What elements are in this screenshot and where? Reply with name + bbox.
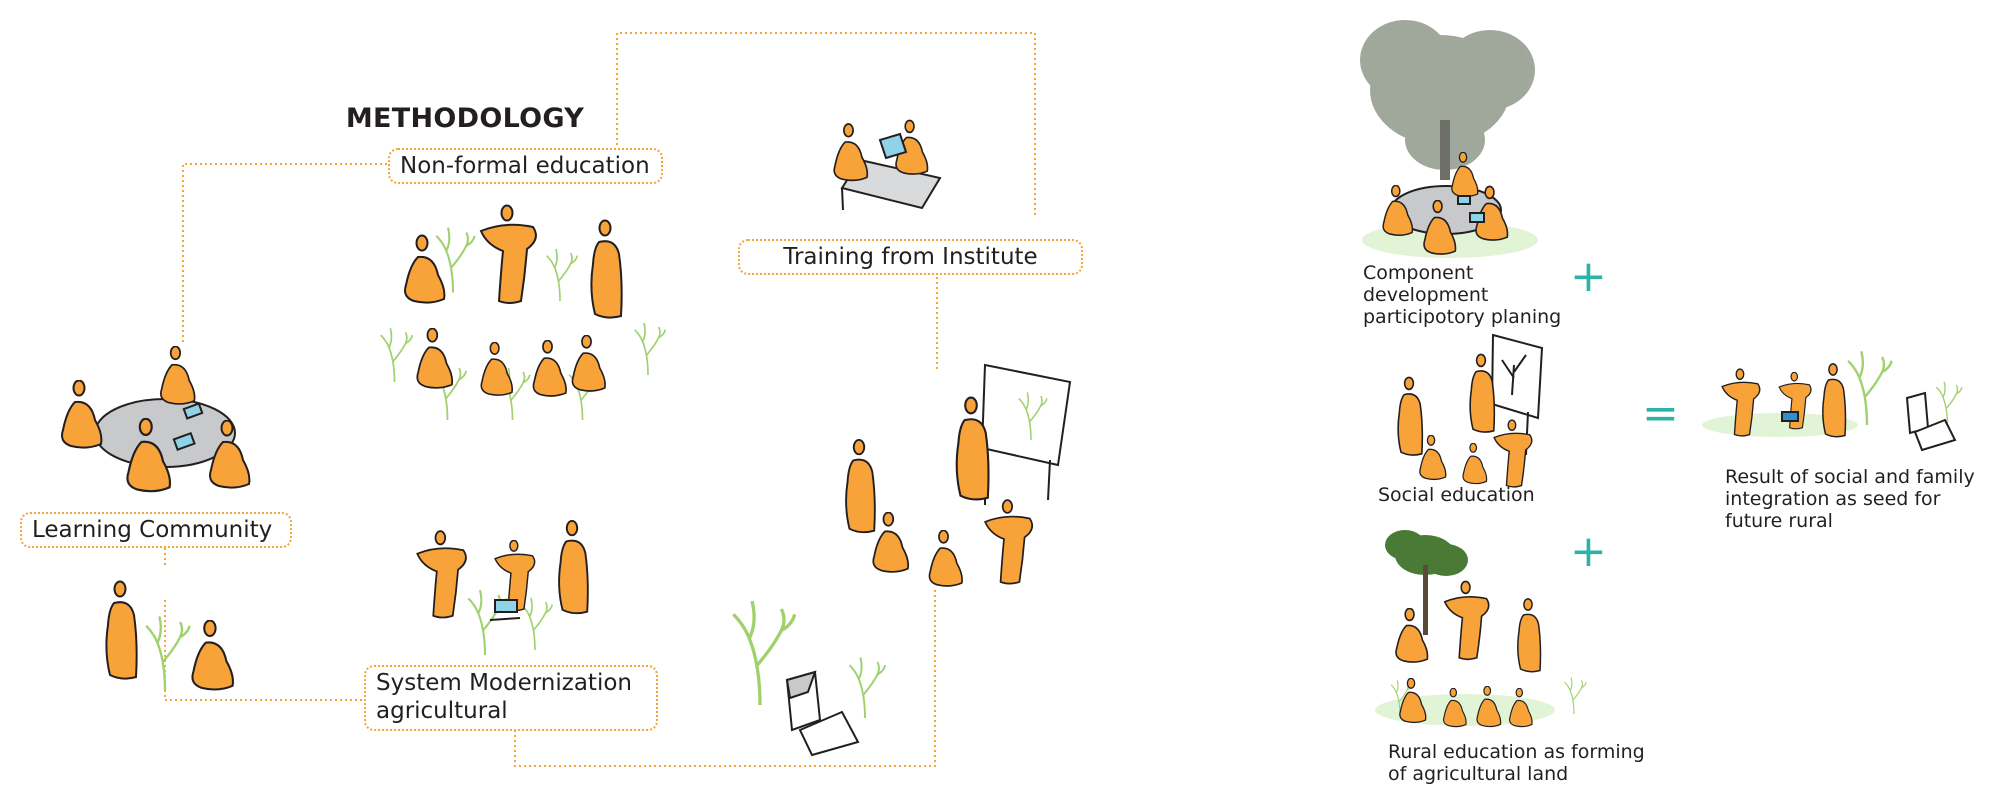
training-illustration	[833, 119, 942, 211]
community-field-illustration	[105, 580, 235, 691]
rural-education-illustration	[1375, 530, 1587, 728]
equals-sign: =	[1642, 388, 1679, 439]
social-education-caption: Social education	[1378, 484, 1535, 506]
learning-community-label: Learning Community	[32, 517, 273, 543]
plus-sign-top: +	[1570, 251, 1607, 302]
component-illustration	[1360, 20, 1538, 258]
nonformal-education-box: Non-formal education	[388, 148, 663, 184]
system-modernization-line2: agricultural	[376, 698, 508, 724]
system-modernization-line1: System Modernization	[376, 670, 632, 696]
classroom-illustration	[844, 363, 1072, 587]
component-line3: participotory planing	[1363, 306, 1562, 328]
nonformal-education-label: Non-formal education	[400, 153, 650, 179]
system-modernization-box: System Modernization agricultural	[364, 665, 658, 731]
agri-box-illustration	[733, 601, 887, 757]
connector-lines	[164, 32, 1036, 767]
learning-community-illustration	[61, 346, 251, 493]
result-line1: Result of social and family	[1725, 466, 1975, 488]
system-modernization-illustration	[416, 519, 589, 655]
social-education-illustration	[1397, 333, 1544, 488]
plus-sign-bottom: +	[1570, 526, 1607, 577]
rural-education-caption: Rural education as forming of agricultur…	[1388, 741, 1645, 785]
component-line1: Component	[1363, 262, 1474, 284]
result-caption: Result of social and family integration …	[1725, 466, 1975, 532]
rural-line2: of agricultural land	[1388, 763, 1569, 785]
training-institute-label: Training from Institute	[783, 244, 1038, 270]
result-line2: integration as seed for	[1725, 488, 1941, 510]
result-illustration	[1702, 349, 1963, 452]
result-line3: future rural	[1725, 510, 1833, 532]
component-line2: development	[1363, 284, 1489, 306]
methodology-title: METHODOLOGY	[345, 103, 585, 134]
learning-community-box: Learning Community	[20, 512, 292, 548]
nonformal-education-illustration	[379, 204, 667, 420]
training-institute-box: Training from Institute	[738, 239, 1083, 275]
rural-line1: Rural education as forming	[1388, 741, 1645, 763]
component-caption: Component development participotory plan…	[1363, 262, 1561, 328]
